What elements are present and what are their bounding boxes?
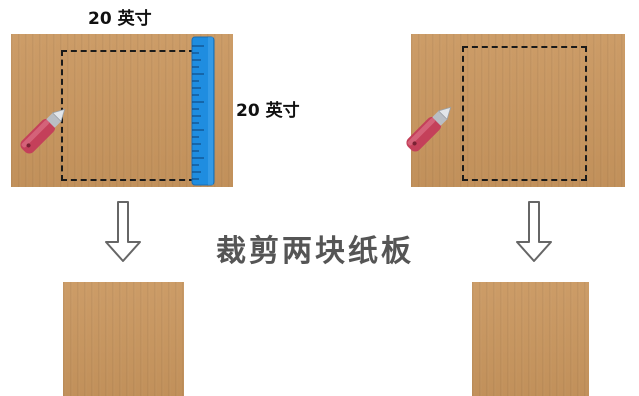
width-label: 20 英寸 (88, 9, 152, 29)
ruler-icon (191, 36, 215, 186)
utility-knife-icon-right (406, 106, 452, 152)
utility-knife-icon-left (20, 108, 66, 154)
down-arrow-icon-right (516, 201, 552, 262)
cut-piece-right (472, 282, 589, 396)
cut-outline-left (61, 50, 195, 181)
height-label: 20 英寸 (236, 101, 300, 121)
down-arrow-icon-left (105, 201, 141, 262)
cut-outline-right (462, 46, 587, 181)
instruction-title: 裁剪两块纸板 (216, 234, 414, 269)
cut-piece-left (63, 282, 184, 396)
